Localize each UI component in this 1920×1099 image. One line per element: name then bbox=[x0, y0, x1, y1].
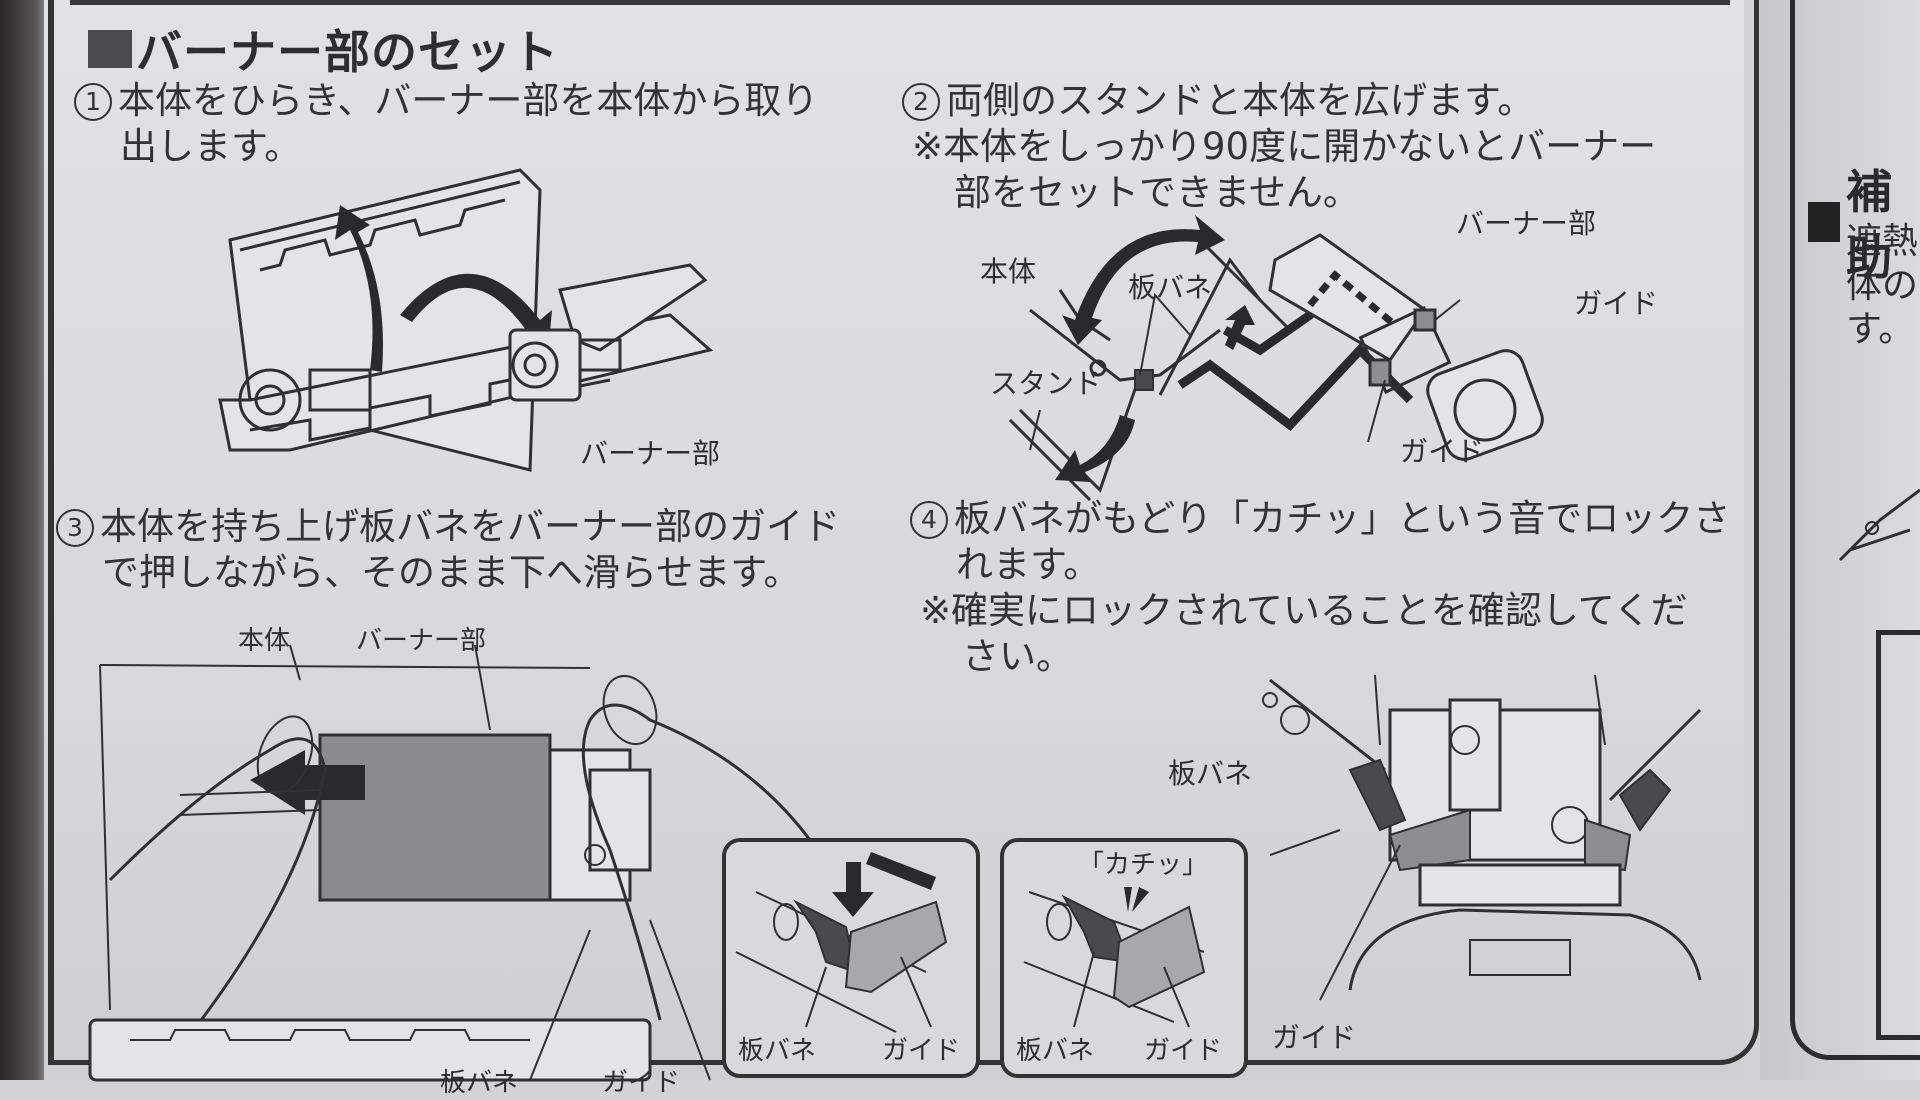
push-arrow bbox=[832, 862, 874, 917]
body-label: 本体 bbox=[238, 626, 291, 656]
burner-label: バーナー部 bbox=[1456, 207, 1597, 240]
leaf-spring-mark bbox=[1134, 369, 1154, 391]
heading-square-icon bbox=[1808, 202, 1841, 242]
guide-block bbox=[844, 900, 948, 994]
step-number: 2 bbox=[902, 83, 940, 121]
top-rule bbox=[70, 0, 1730, 5]
left-hand bbox=[108, 737, 327, 1061]
heading-square-icon bbox=[88, 30, 132, 68]
body-label: 本体 bbox=[980, 255, 1037, 288]
step-number: 4 bbox=[910, 501, 948, 539]
next-text-line-3: す。 bbox=[1846, 309, 1915, 350]
guide-label: ガイド bbox=[1272, 1021, 1357, 1054]
burner-plate bbox=[318, 733, 552, 902]
step-4-note: ※確実にロックされていることを確認してくだ さい。 bbox=[920, 589, 1688, 678]
leaf-spring-label: 板バネ bbox=[440, 1068, 519, 1098]
next-page bbox=[1760, 0, 1920, 1080]
leaf-spring-right bbox=[1618, 768, 1672, 832]
base bbox=[218, 313, 714, 452]
guide-left bbox=[1388, 808, 1471, 872]
burner-label: バーナー部 bbox=[580, 437, 721, 470]
stand-label: スタンド bbox=[990, 367, 1103, 400]
guide-label-bottom: ガイド bbox=[1400, 435, 1485, 468]
inset-2-guide-label: ガイド bbox=[1144, 1036, 1223, 1066]
burner-label: バーナー部 bbox=[356, 626, 487, 656]
click-mark bbox=[1124, 887, 1132, 912]
hinge bbox=[88, 1018, 652, 1082]
click-sound-label: 「カチッ」 bbox=[1078, 850, 1209, 880]
step-3-illustration bbox=[88, 644, 812, 1082]
next-page-box bbox=[1876, 630, 1920, 1040]
inset-1-guide-label: ガイド bbox=[882, 1036, 961, 1066]
lift-arrow bbox=[335, 205, 383, 372]
next-section-frame bbox=[1790, 0, 1920, 1060]
burner-plate bbox=[1268, 233, 1428, 362]
right-hand bbox=[581, 703, 812, 1021]
inset-1-drawing bbox=[735, 852, 948, 1033]
inset-2-drawing bbox=[1023, 887, 1206, 1028]
step-2-note: ※本体をしっかり90度に開かないとバーナー 部をセットできません。 bbox=[912, 125, 1657, 214]
inset-after-lock: 「カチッ」 板バネ ガイド bbox=[1000, 838, 1248, 1078]
step-2-illustration bbox=[1008, 215, 1544, 502]
guide-label-top: ガイド bbox=[1574, 287, 1659, 320]
next-text-line-1: 遮熱 bbox=[1846, 221, 1919, 262]
step-number: 3 bbox=[56, 509, 94, 547]
leaf-spring-left bbox=[1348, 758, 1407, 832]
slide-arrow bbox=[250, 750, 365, 815]
dotted-guide-path bbox=[1307, 270, 1398, 328]
next-section-title: 補助 bbox=[1808, 156, 1920, 288]
guide-label: ガイド bbox=[602, 1068, 681, 1098]
step-4-illustration bbox=[1262, 674, 1702, 1001]
stand-arrow bbox=[1055, 415, 1135, 482]
section-title: バーナー部のセット bbox=[88, 16, 559, 82]
inset-before-lock: 板バネ ガイド bbox=[722, 838, 980, 1078]
inset-2-leaf-spring-label: 板バネ bbox=[1016, 1036, 1095, 1066]
guide-block bbox=[1112, 905, 1206, 1009]
leaf-spring-label: 板バネ bbox=[1168, 757, 1253, 790]
next-page-stand-illustration bbox=[1838, 488, 1920, 562]
move-arrow bbox=[400, 273, 552, 355]
guide-right bbox=[1584, 818, 1632, 872]
step-number: 1 bbox=[74, 83, 112, 121]
next-text-line-2: 体の bbox=[1846, 265, 1919, 306]
step-1-illustration bbox=[218, 168, 714, 472]
fold-arrow bbox=[1062, 215, 1225, 345]
inset-1-leaf-spring-label: 板バネ bbox=[738, 1036, 817, 1066]
leaf-spring-label: 板バネ bbox=[1128, 271, 1213, 304]
